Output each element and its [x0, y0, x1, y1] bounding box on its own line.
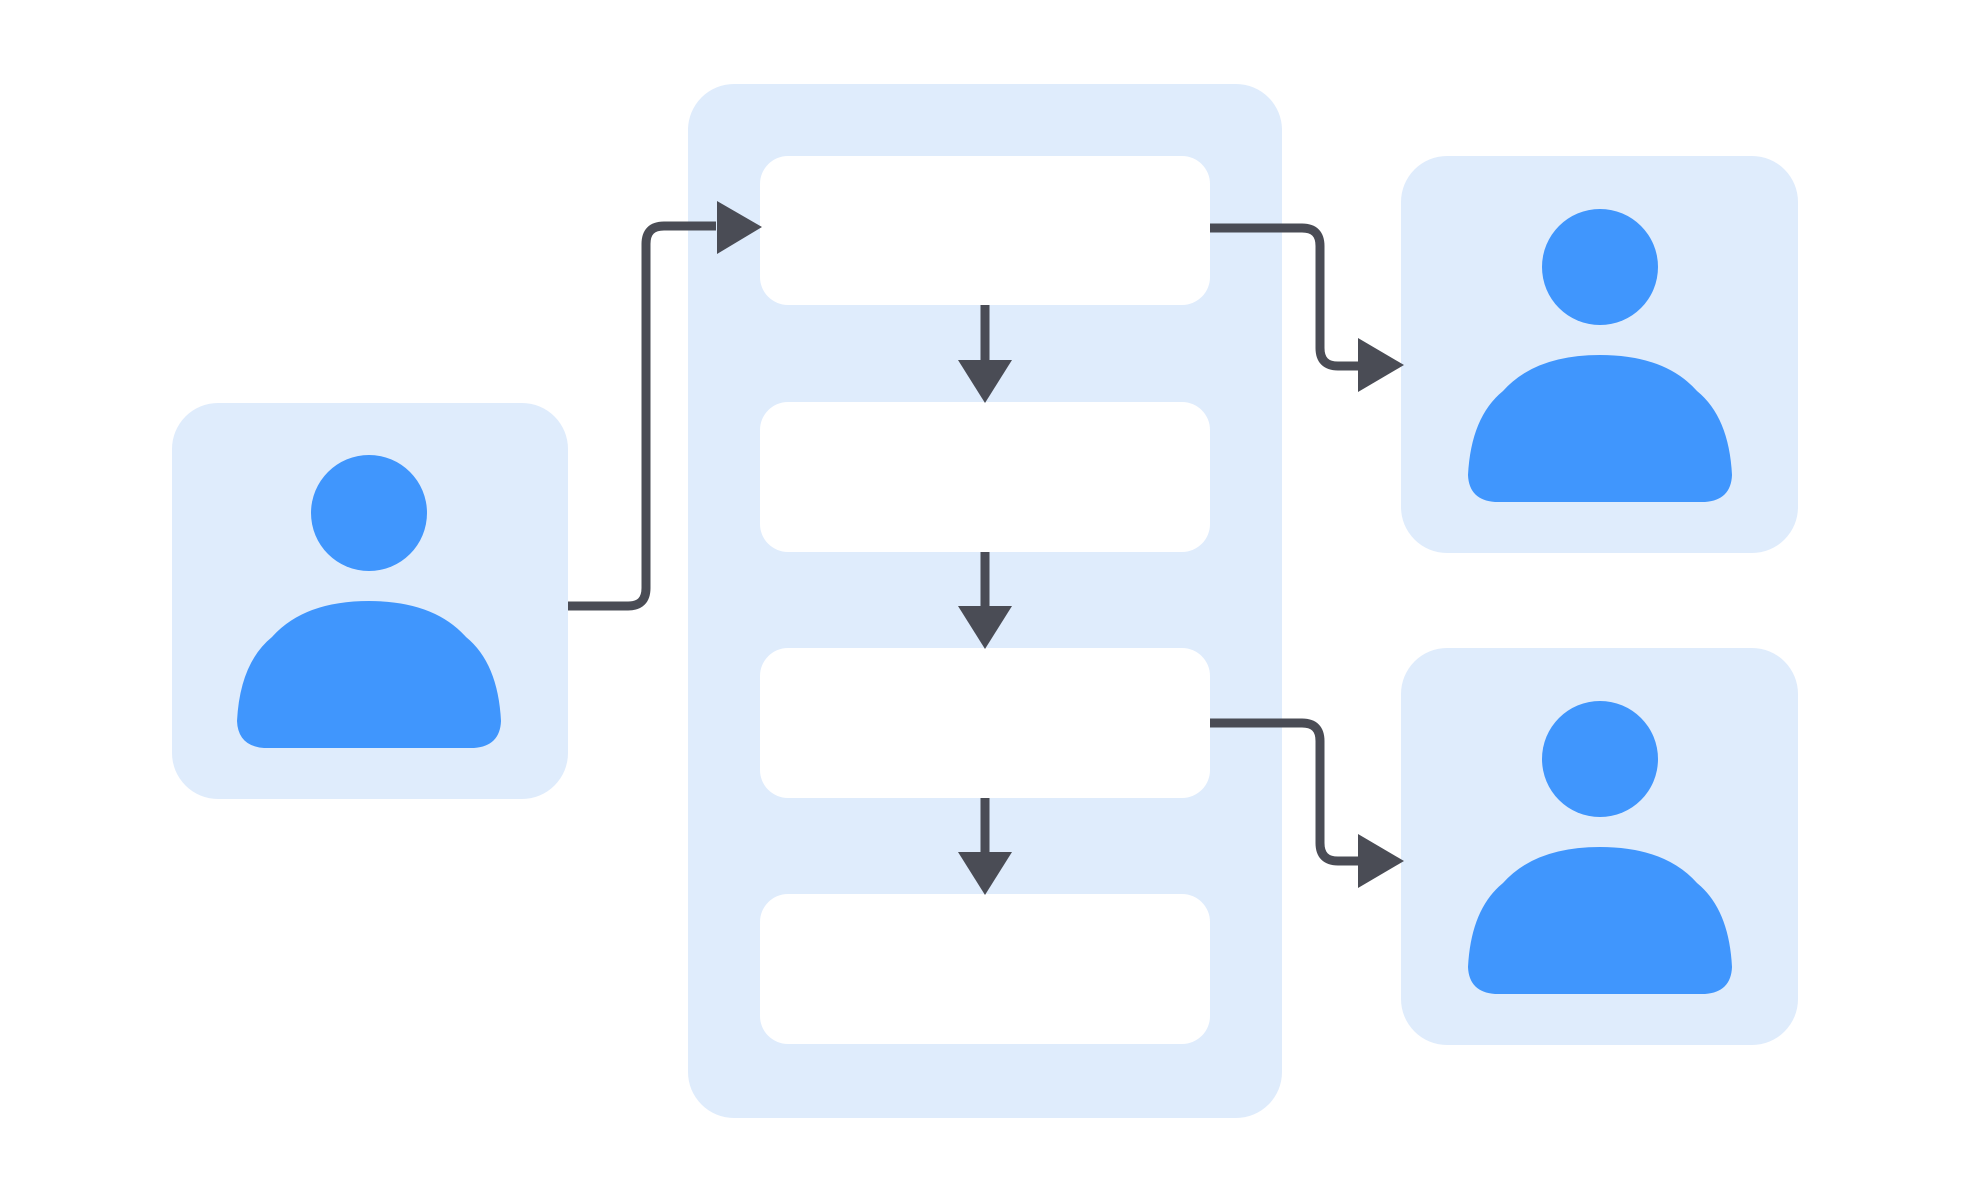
process-step-1 [760, 156, 1210, 305]
connector-line [568, 221, 716, 611]
person-icon-head [1542, 701, 1658, 817]
person-icon-head [311, 455, 427, 571]
person-icon [1468, 701, 1732, 994]
connector-line [1210, 223, 1360, 371]
arrowhead-right-icon [1358, 338, 1404, 392]
arrowhead-down-icon [958, 606, 1012, 649]
actor-card-recipient-bottom [1401, 648, 1798, 1045]
connector-source-to-step-1 [568, 201, 762, 611]
connector-step-2-to-step-3 [958, 552, 1012, 649]
person-icon-body [1468, 355, 1732, 502]
actor-card-recipient-top [1401, 156, 1798, 553]
person-icon [1468, 209, 1732, 502]
person-icon-body [1468, 847, 1732, 994]
arrowhead-down-icon [958, 360, 1012, 403]
process-step-3 [760, 648, 1210, 798]
actor-card-source [172, 403, 568, 799]
arrowhead-right-icon [1358, 834, 1404, 888]
process-step-4 [760, 894, 1210, 1044]
connector-step-1-to-step-2 [958, 305, 1012, 403]
arrowhead-right-icon [717, 201, 762, 254]
process-step-4-box [760, 894, 1210, 1044]
process-step-3-box [760, 648, 1210, 798]
process-step-1-box [760, 156, 1210, 305]
person-icon [237, 455, 501, 748]
person-icon-head [1542, 209, 1658, 325]
connector-step-3-to-step-4 [958, 798, 1012, 895]
connector-line [1210, 718, 1360, 866]
process-step-2-box [760, 402, 1210, 552]
process-step-2 [760, 402, 1210, 552]
connector-step-1-to-recipient-top [1210, 223, 1404, 392]
connector-step-3-to-recipient-bottom [1210, 718, 1404, 888]
person-icon-body [237, 601, 501, 748]
arrowhead-down-icon [958, 852, 1012, 895]
